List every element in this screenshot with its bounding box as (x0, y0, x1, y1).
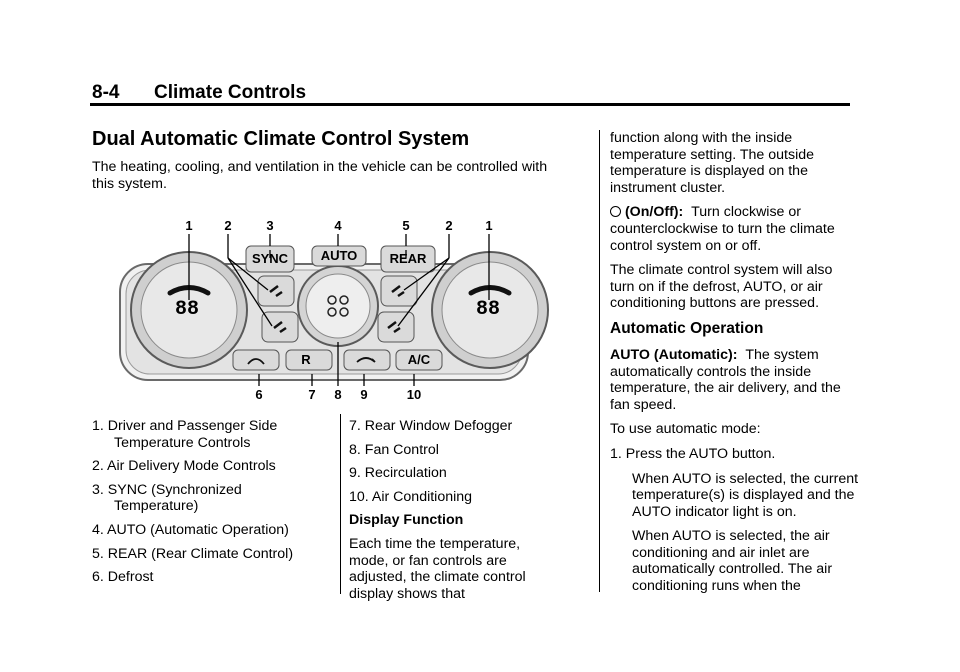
page-title: Dual Automatic Climate Control System (92, 128, 470, 150)
list-item: 1. Driver and Passenger Side Temperature… (92, 418, 278, 451)
callout-bottom: 9 (360, 387, 367, 402)
to-use-text: To use automatic mode: (610, 421, 761, 438)
callout-bottom: 10 (407, 387, 421, 402)
list-item: 3. SYNC (Synchronized Temperature) (92, 481, 242, 515)
callout-top: 2 (445, 218, 452, 233)
callout-top: 1 (185, 218, 192, 233)
auto-text: The system automatically controls the in… (610, 346, 841, 413)
onoff-label: (On/Off): (624, 204, 684, 221)
list-item: 10. Air Conditioning (349, 488, 473, 505)
callout-bottom: 7 (308, 387, 315, 402)
mode-button-left-lower (261, 311, 299, 343)
column-divider (599, 130, 600, 592)
list-item: 8. Fan Control (349, 441, 439, 458)
display-function-heading: Display Function (349, 512, 464, 529)
intro-paragraph: The heating, cooling, and ventilation in… (92, 159, 548, 192)
auto-paragraph: AUTO (Automatic): The system automatical… (610, 347, 860, 413)
column-divider (340, 414, 341, 594)
automatic-operation-heading: Automatic Operation (610, 319, 764, 337)
legend-list-left: 1. Driver and Passenger Side Temperature… (92, 418, 317, 593)
callout-top: 2 (224, 218, 231, 233)
auto-label: AUTO (321, 248, 358, 263)
recirc-r-label: R (301, 352, 311, 367)
page-header: 8-4 Climate Controls (92, 82, 306, 104)
section-title: Climate Controls (154, 82, 307, 103)
callout-top: 1 (485, 218, 492, 233)
header-rule (90, 103, 850, 106)
page-number: 8-4 (92, 82, 120, 103)
defrost-button (232, 349, 280, 371)
step-1: 1. Press the AUTO button. (610, 445, 776, 462)
onoff-text: Turn clockwise or counterclockwise to tu… (610, 204, 835, 254)
sync-label: SYNC (252, 251, 289, 266)
mode-button-right-lower (377, 311, 415, 343)
callout-bottom: 8 (334, 387, 341, 402)
legend-list-right: 7. Rear Window Defogger 8. Fan Control 9… (349, 418, 559, 609)
list-item: 9. Recirculation (349, 465, 447, 482)
auto-button (311, 245, 367, 267)
continuation-text: function along with the inside temperatu… (610, 130, 815, 196)
step-1-detail-a: When AUTO is selected, the current tempe… (632, 470, 859, 520)
onoff-paragraph: (On/Off): Turn clockwise or counterclock… (610, 204, 860, 254)
list-item: 4. AUTO (Automatic Operation) (92, 521, 289, 538)
mode-button-left-upper (257, 275, 295, 307)
driver-temp-display: 88 (175, 298, 199, 321)
auto-label-text: AUTO (Automatic): (610, 346, 738, 363)
power-icon (610, 206, 621, 218)
list-item: 2. Air Delivery Mode Controls (92, 458, 276, 475)
callout-top: 3 (266, 218, 273, 233)
rear-button (380, 245, 436, 273)
step-1-detail-b: When AUTO is selected, the air condition… (632, 528, 833, 595)
list-item: 6. Defrost (92, 569, 154, 586)
callout-bottom: 6 (255, 387, 262, 402)
also-on-text: The climate control system will also tur… (610, 262, 833, 312)
list-item: 7. Rear Window Defogger (349, 418, 513, 434)
list-item: 5. REAR (Rear Climate Control) (92, 545, 294, 562)
rear-defog-button (285, 349, 333, 371)
ac-button (395, 349, 443, 371)
passenger-temp-display: 88 (476, 298, 500, 321)
callout-top: 5 (402, 218, 409, 233)
display-function-text: Each time the temperature, mode, or fan … (349, 535, 526, 602)
right-column: function along with the inside temperatu… (610, 130, 860, 603)
recirculation-button (343, 349, 391, 371)
rear-label: REAR (390, 251, 427, 266)
mode-button-right-upper (380, 275, 418, 307)
callout-top: 4 (334, 218, 342, 233)
ac-label: A/C (408, 352, 431, 367)
